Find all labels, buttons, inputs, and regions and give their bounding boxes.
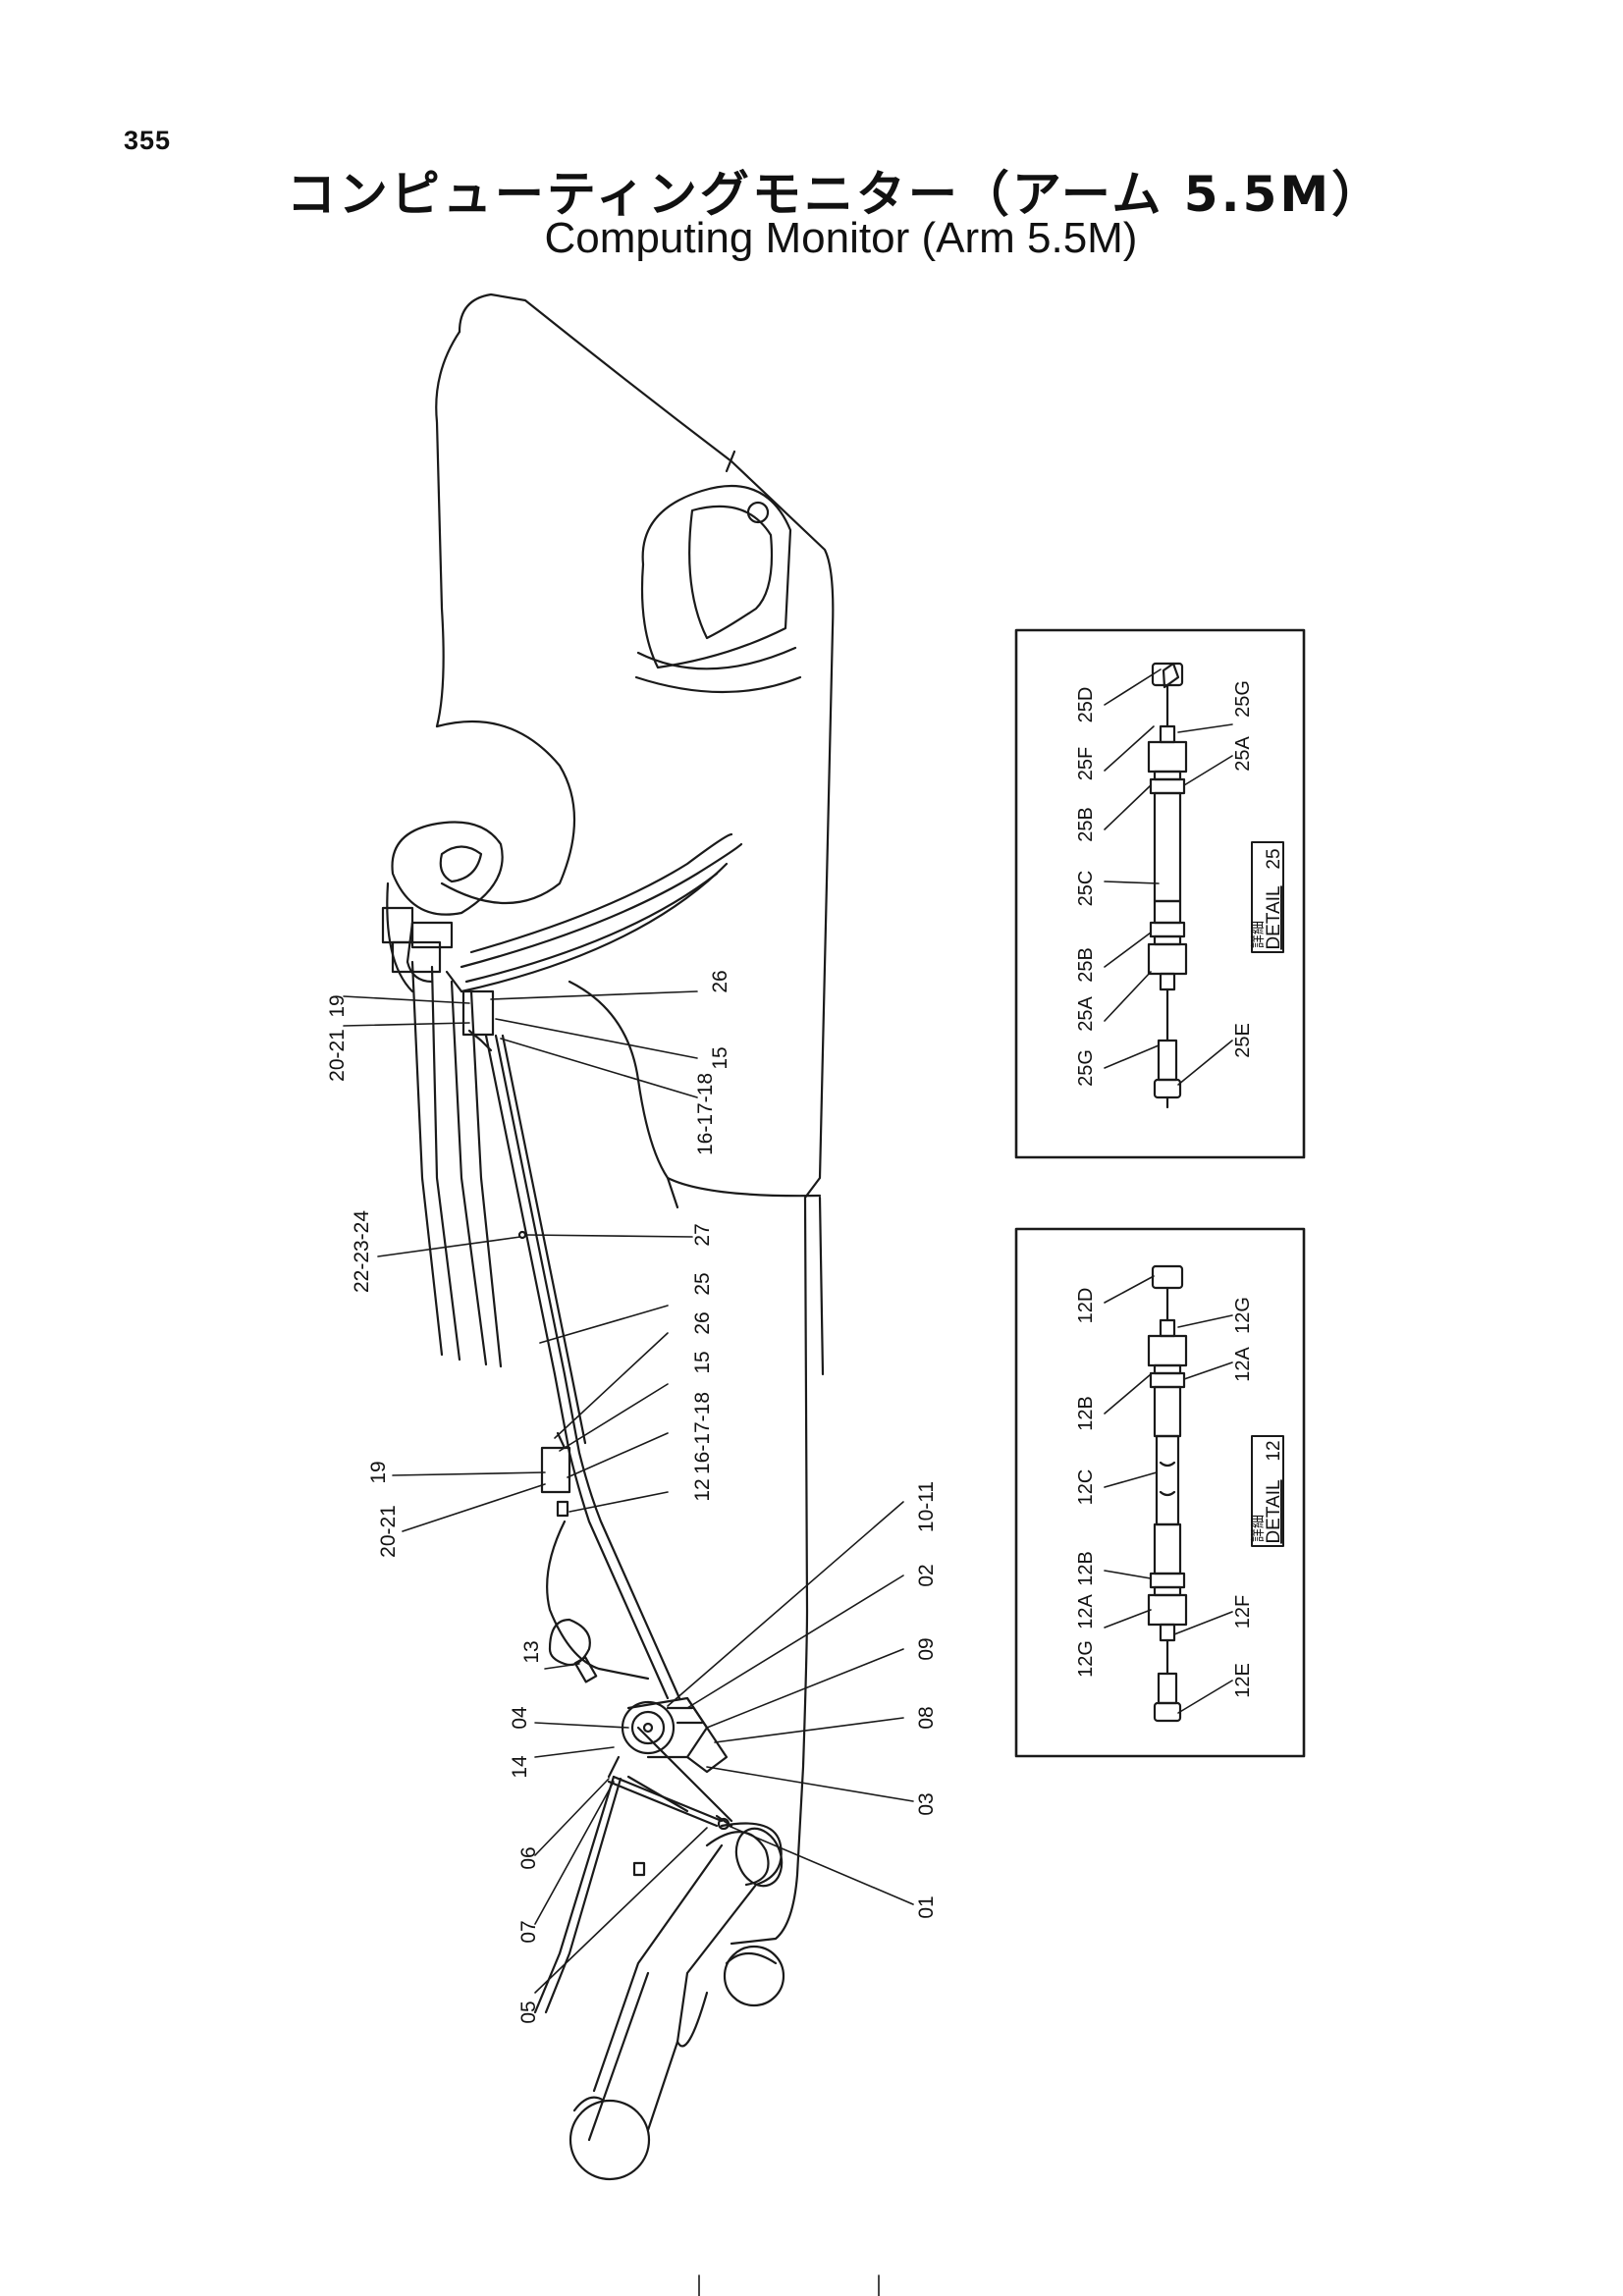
label-25A-2: 25A xyxy=(1075,996,1097,1032)
arm-outline xyxy=(435,293,835,1946)
callout-14: 14 xyxy=(509,1755,531,1779)
label-25D: 25D xyxy=(1075,687,1097,723)
label-25B: 25B xyxy=(1075,807,1097,842)
cylinder-pin-boss xyxy=(386,720,576,993)
monitor-body xyxy=(607,1696,729,1779)
callout-labels: 19 20-21 26 15 16-17-18 22-23-24 27 25 2… xyxy=(326,970,938,2023)
detail-12-kanji: 詳細 xyxy=(1250,1515,1266,1542)
hose-block-top xyxy=(381,906,463,993)
arm-lower-curve xyxy=(546,1520,650,1683)
page-number: 355 xyxy=(124,126,172,155)
upper-pin-boss xyxy=(634,450,802,694)
detail-25-kanji: 詳細 xyxy=(1250,921,1266,948)
scan-marks xyxy=(698,2274,880,2296)
callout-26: 26 xyxy=(709,970,731,992)
detail-12-box xyxy=(1014,1227,1306,1758)
bottom-pin-bosses xyxy=(568,1945,785,2181)
label-12B: 12B xyxy=(1075,1396,1097,1431)
label-12G-2: 12G xyxy=(1075,1640,1097,1678)
callout-26b: 26 xyxy=(691,1311,714,1334)
callout-02: 02 xyxy=(915,1564,938,1586)
label-12C: 12C xyxy=(1075,1469,1097,1506)
detail-12-number: 12 xyxy=(1264,1440,1284,1461)
label-25G-2: 25G xyxy=(1075,1049,1097,1087)
boom-lines xyxy=(410,960,503,1368)
upper-sensor-housing xyxy=(461,989,495,1052)
hydraulic-hoses xyxy=(406,832,743,993)
label-25E: 25E xyxy=(1232,1023,1254,1058)
callout-25: 25 xyxy=(691,1272,714,1295)
detail-12-caption: DETAIL xyxy=(1264,1479,1284,1543)
title-japanese: コンピューティングモニター（アーム 5.5M） xyxy=(286,166,1384,223)
middle-sensor-housing xyxy=(540,1431,571,1518)
callout-19b: 19 xyxy=(367,1461,390,1483)
callout-20-21: 20-21 xyxy=(326,1029,349,1082)
callout-09: 09 xyxy=(915,1637,938,1660)
label-25G: 25G xyxy=(1232,680,1254,718)
small-fittings xyxy=(632,1861,646,1877)
detail-25-labels: 25D 25F 25B 25C 25B 25A 25G 25G 25A 25E … xyxy=(1075,680,1284,1087)
detail-25-caption: DETAIL xyxy=(1264,885,1284,949)
callout-08: 08 xyxy=(915,1706,938,1729)
callout-12: 12 xyxy=(691,1478,714,1501)
label-12E: 12E xyxy=(1232,1663,1254,1698)
callout-15b: 15 xyxy=(691,1351,714,1373)
callout-13: 13 xyxy=(520,1640,543,1663)
label-12D: 12D xyxy=(1075,1288,1097,1324)
callout-16-17-18: 16-17-18 xyxy=(694,1073,717,1155)
label-12G: 12G xyxy=(1232,1297,1254,1334)
title-english: Computing Monitor (Arm 5.5M) xyxy=(544,214,1138,262)
callout-15: 15 xyxy=(709,1046,731,1069)
callout-20-21b: 20-21 xyxy=(377,1505,400,1558)
callout-07: 07 xyxy=(517,1920,540,1943)
label-25C: 25C xyxy=(1075,871,1097,907)
label-25B-2: 25B xyxy=(1075,947,1097,983)
label-12A-2: 12A xyxy=(1075,1594,1097,1629)
label-12A: 12A xyxy=(1232,1347,1254,1382)
detail-25-leaders xyxy=(1104,668,1233,1086)
detail-25-box xyxy=(1014,628,1306,1159)
label-25A: 25A xyxy=(1232,736,1254,772)
callout-19: 19 xyxy=(326,994,349,1017)
callout-16-17-18b: 16-17-18 xyxy=(691,1392,714,1474)
bucket-link-tubes xyxy=(587,1822,784,2142)
callout-04: 04 xyxy=(509,1706,531,1730)
detail-caption-boxes xyxy=(1251,841,1284,1547)
callout-03: 03 xyxy=(915,1792,938,1815)
callout-01: 01 xyxy=(915,1896,938,1918)
callout-22-23-24: 22-23-24 xyxy=(351,1210,373,1293)
detail-12-leaders xyxy=(1104,1275,1233,1714)
label-12F: 12F xyxy=(1232,1595,1254,1629)
label-12B-2: 12B xyxy=(1075,1551,1097,1586)
detail-25-number: 25 xyxy=(1264,848,1284,869)
detail-12-labels: 12D 12B 12C 12B 12A 12G 12G 12A 12F 12E … xyxy=(1075,1288,1284,1698)
callout-10-11: 10-11 xyxy=(915,1481,938,1532)
label-25F: 25F xyxy=(1075,747,1097,780)
callout-06: 06 xyxy=(517,1846,540,1869)
callout-27: 27 xyxy=(691,1223,714,1246)
leader-lines xyxy=(343,990,914,1994)
callout-05: 05 xyxy=(517,2001,540,2023)
